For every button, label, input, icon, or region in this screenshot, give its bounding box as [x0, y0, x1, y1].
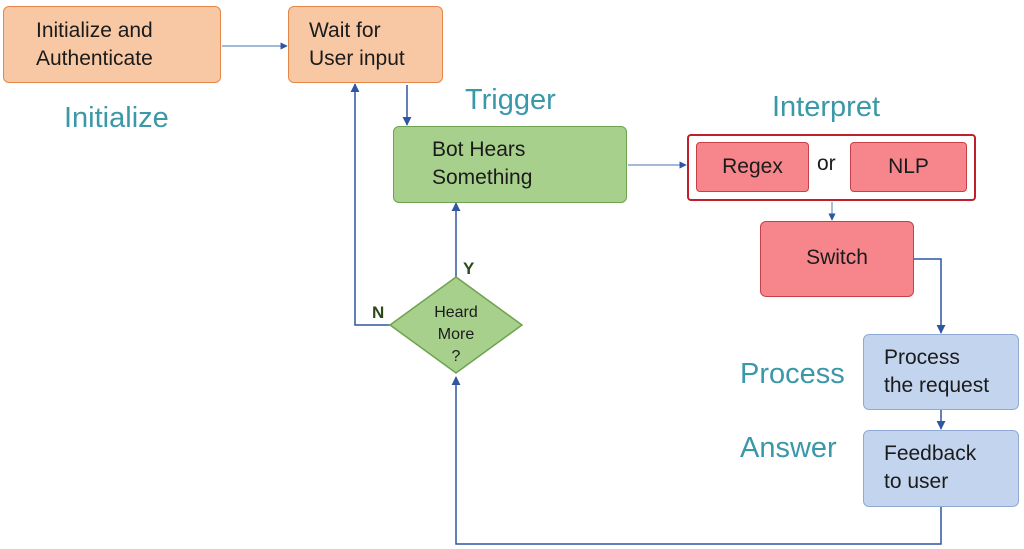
stage-interpret: Interpret: [772, 91, 880, 123]
stage-process: Process: [740, 358, 845, 390]
node-switch: Switch: [760, 221, 914, 297]
decision-line: Heard: [434, 304, 478, 321]
decision-line: More: [437, 326, 475, 343]
stage-answer: Answer: [740, 432, 837, 464]
stage-trigger: Trigger: [465, 84, 556, 116]
node-line: the request: [884, 374, 990, 397]
node-wait-for-user-input: Wait for User input: [288, 6, 443, 83]
or-label: or: [817, 152, 836, 175]
arrow-feedback-to-decision: [451, 376, 942, 545]
arrow-no-to-wait: [350, 83, 390, 326]
node-nlp: NLP: [850, 142, 967, 192]
node-line: Feedback: [884, 442, 977, 465]
node-line: Initialize and: [36, 19, 153, 42]
decision-diamond: [388, 276, 524, 374]
branch-label-yes: Y: [463, 259, 475, 278]
node-feedback-to-user: Feedback to user: [863, 430, 1019, 507]
node-initialize-authenticate: Initialize and Authenticate: [3, 6, 221, 83]
node-line: Wait for: [309, 19, 381, 42]
node-line: Process: [884, 346, 960, 369]
node-line: Authenticate: [36, 47, 153, 70]
node-bot-hears-something: Bot Hears Something: [393, 126, 627, 203]
node-line: User input: [309, 47, 405, 70]
node-line: to user: [884, 470, 949, 493]
node-line: Bot Hears: [432, 138, 526, 161]
node-line: Something: [432, 166, 533, 189]
arrow-switch-to-process: [914, 258, 946, 334]
decision-heard-more: Heard More ?: [416, 302, 496, 368]
node-process-request: Process the request: [863, 334, 1019, 410]
branch-label-no: N: [372, 303, 385, 322]
stage-initialize: Initialize: [64, 102, 169, 134]
node-regex: Regex: [696, 142, 809, 192]
decision-line: ?: [451, 348, 461, 365]
